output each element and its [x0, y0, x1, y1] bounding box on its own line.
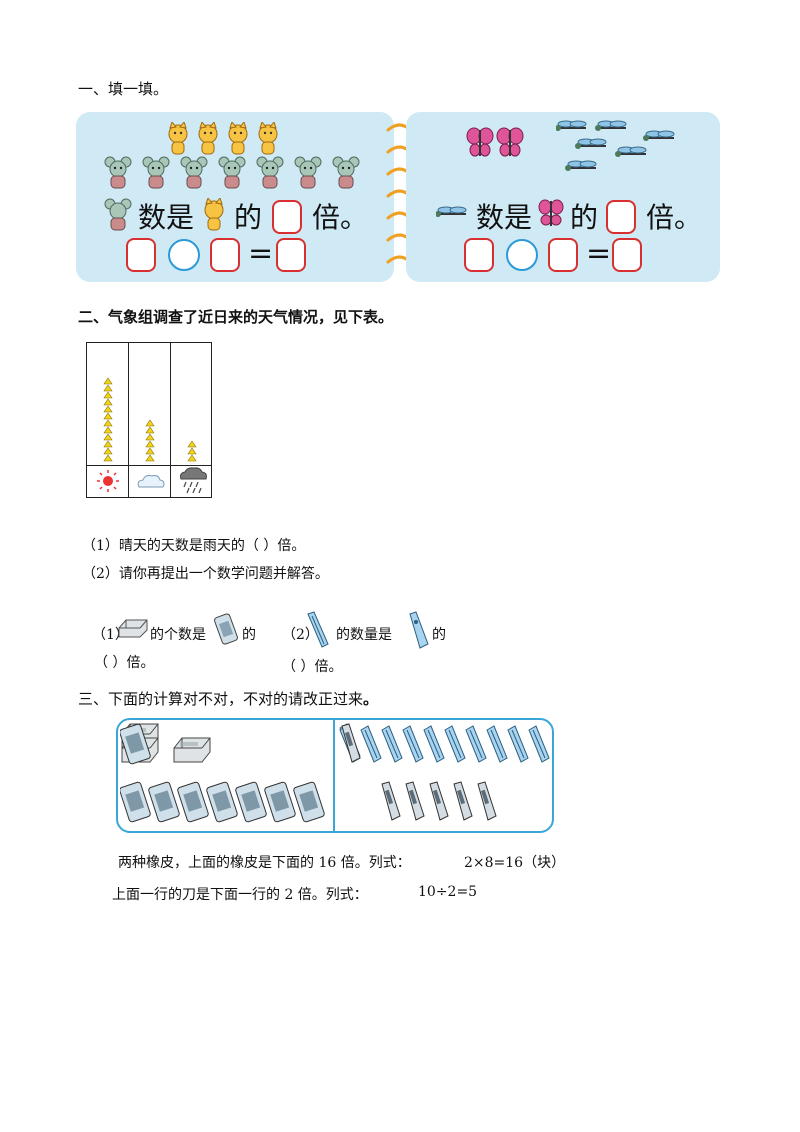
section2-heading: 二、气象组调查了近日来的天气情况，见下表。 — [78, 308, 394, 326]
cloudy-icon — [137, 475, 165, 488]
triangle-mark-sunny — [103, 412, 113, 420]
right-word-shu-shi: 数是 — [476, 201, 533, 234]
section3-heading: 三、下面的计算对不对，不对的请改正过来。 — [78, 688, 378, 709]
utility-knife-icon — [409, 611, 429, 649]
triangle-mark-rainy — [187, 440, 197, 448]
section3-line-2-formula: 10÷2=5 — [418, 884, 478, 900]
cat-icons — [168, 120, 278, 155]
triangle-mark-sunny — [103, 433, 113, 441]
rainy-icon — [180, 467, 207, 494]
right-eq-box-3[interactable] — [612, 238, 642, 272]
left-eq-operator-circle[interactable] — [168, 239, 200, 271]
weather-table — [86, 342, 212, 498]
triangle-mark-sunny — [103, 377, 113, 385]
section1-heading: 一、填一填。 — [78, 80, 169, 98]
triangle-mark-rainy — [187, 454, 197, 462]
triangle-mark-sunny — [103, 419, 113, 427]
butterfly-icon — [538, 199, 564, 226]
triangle-mark-sunny — [103, 391, 113, 399]
right-word-bei: 倍。 — [646, 201, 703, 234]
eraser-group — [120, 723, 326, 824]
triangle-mark-rainy — [187, 447, 197, 455]
triangle-mark-sunny — [103, 384, 113, 392]
triangle-stacks — [103, 377, 197, 462]
left-eq-box-3[interactable] — [276, 238, 306, 272]
knife-group — [339, 723, 550, 821]
triangle-mark-sunny — [103, 398, 113, 406]
right-eq-operator-circle[interactable] — [506, 239, 538, 271]
right-panel: 数是 的 倍。 = — [406, 112, 720, 282]
right-answer-box[interactable] — [606, 200, 636, 234]
triangle-mark-sunny — [103, 426, 113, 434]
right-eq-equals: = — [586, 236, 612, 271]
mouse-row — [104, 156, 374, 196]
triangle-mark-sunny — [103, 454, 113, 462]
mouse-icon — [104, 198, 132, 231]
item2-mid: 的数量是 — [336, 627, 392, 643]
left-word-bei: 倍。 — [312, 201, 369, 234]
eraser-pack-icon — [214, 613, 238, 645]
section3-line-1-formula: 2×8=16（块） — [464, 855, 566, 871]
weather-col-sunny — [87, 343, 129, 497]
triangle-mark-cloudy — [145, 433, 155, 441]
dragonfly-icon — [436, 206, 467, 217]
triangle-mark-sunny — [103, 405, 113, 413]
triangle-mark-sunny — [103, 440, 113, 448]
section3-line-2-text: 上面一行的刀是下面一行的 2 倍。列式： — [112, 887, 368, 903]
triangle-mark-cloudy — [145, 419, 155, 427]
triangle-mark-sunny — [103, 447, 113, 455]
left-eq-equals: = — [248, 236, 274, 271]
mouse-icons — [104, 156, 360, 189]
weather-col-cloudy — [129, 343, 171, 497]
item2-prefix: （2） — [282, 627, 319, 643]
butterfly-icons — [466, 127, 524, 157]
knife-icon — [307, 611, 329, 648]
triangle-mark-cloudy — [145, 454, 155, 462]
item2-blank[interactable]: （ ）倍。 — [282, 659, 343, 675]
triangle-mark-cloudy — [145, 440, 155, 448]
cat-icon — [204, 198, 224, 231]
right-eq-box-1[interactable] — [464, 238, 494, 272]
cat-row — [164, 120, 284, 156]
right-word-de: 的 — [570, 201, 599, 234]
item1-end: 的 — [242, 627, 256, 643]
left-eq-box-1[interactable] — [126, 238, 156, 272]
item1-blank[interactable]: （ ）倍。 — [94, 655, 155, 671]
item2-end: 的 — [432, 627, 446, 643]
right-eq-box-2[interactable] — [548, 238, 578, 272]
dragonfly-icons — [556, 120, 675, 172]
section3-heading-dot: 。 — [363, 690, 379, 708]
sunny-icon — [97, 470, 119, 492]
left-panel: 数是 的 倍。 = — [76, 112, 394, 282]
left-word-shu-shi: 数是 — [138, 201, 195, 234]
section3-picture-frame — [116, 718, 554, 833]
section3-line-1-text: 两种橡皮，上面的橡皮是下面的 16 倍。列式： — [118, 855, 411, 871]
left-eq-box-2[interactable] — [210, 238, 240, 272]
section3-heading-text: 三、下面的计算对不对，不对的请改正过来 — [78, 690, 364, 708]
eraser-icon — [118, 619, 148, 638]
left-answer-box[interactable] — [272, 200, 302, 234]
left-word-de: 的 — [234, 201, 263, 234]
triangle-mark-cloudy — [145, 426, 155, 434]
item1-mid: 的个数是 — [150, 627, 206, 643]
section2-question-1: （1）晴天的天数是雨天的（ ）倍。 — [82, 538, 306, 554]
triangle-mark-cloudy — [145, 447, 155, 455]
section2-question-2: （2）请你再提出一个数学问题并解答。 — [82, 566, 329, 582]
